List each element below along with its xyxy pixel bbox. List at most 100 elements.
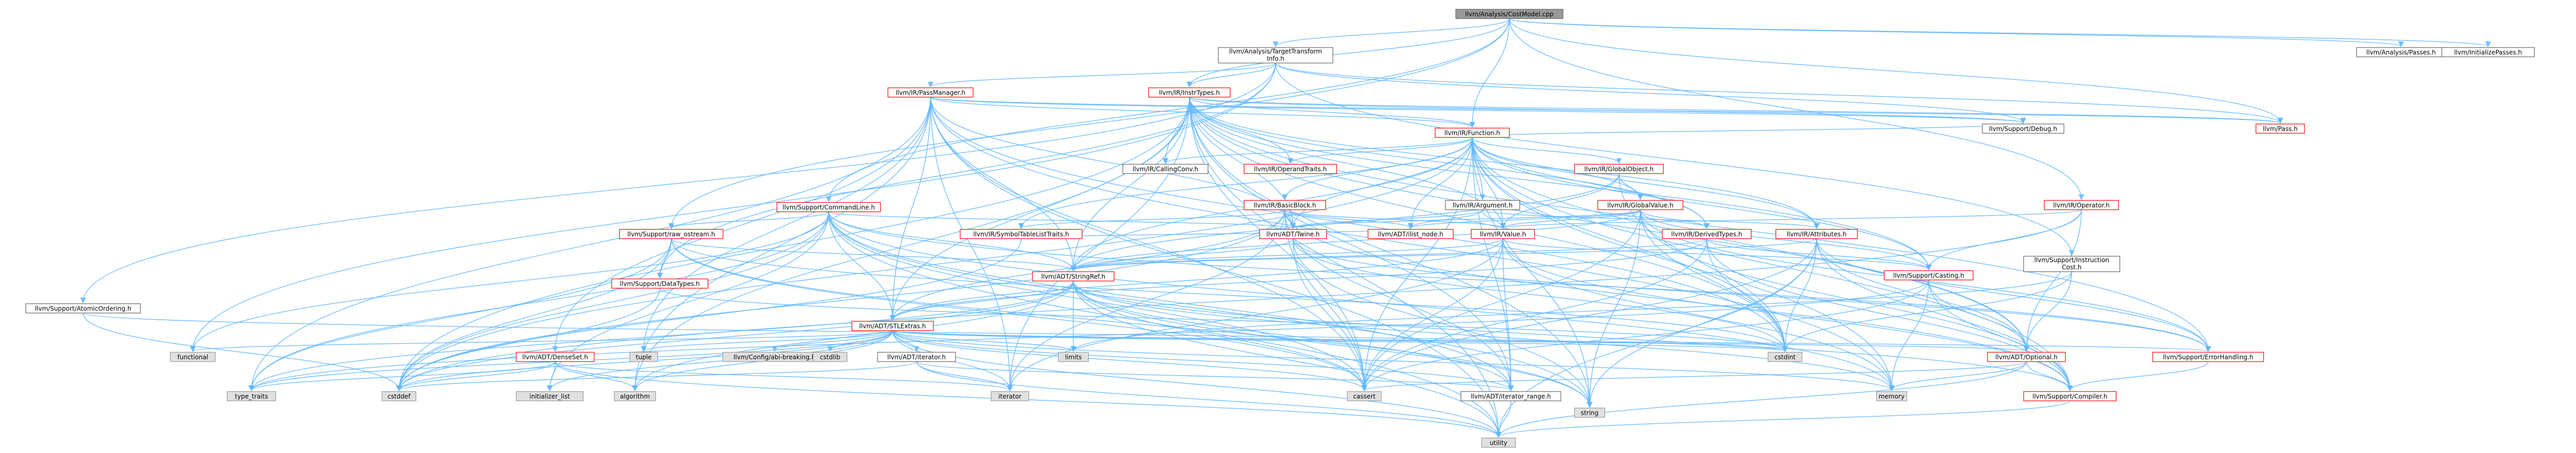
node-attributes[interactable]: llvm/IR/Attributes.h — [1775, 229, 1858, 239]
node-memory[interactable]: memory — [1876, 391, 1907, 401]
node-label: Cost.h — [2062, 264, 2081, 271]
edge-passmgr-memory — [930, 97, 1895, 392]
node-configabi[interactable]: llvm/Config/abi-breaking.h — [722, 352, 827, 362]
edge-root-pass — [1509, 18, 2283, 124]
node-stringref[interactable]: llvm/ADT/StringRef.h — [1032, 271, 1115, 282]
node-cstdlib[interactable]: cstdlib — [813, 352, 848, 362]
edge-passmgr-pass — [930, 97, 2283, 124]
node-passes[interactable]: llvm/Analysis/Passes.h — [2356, 47, 2446, 57]
edge-globalval-derived — [1640, 209, 1710, 229]
node-basicblock[interactable]: llvm/IR/BasicBlock.h — [1244, 200, 1326, 210]
node-atomicord[interactable]: llvm/Support/AtomicOrdering.h — [25, 303, 141, 314]
node-label: cstdlib — [820, 354, 840, 361]
node-label: cstddef — [388, 393, 411, 400]
node-limits[interactable]: limits — [1058, 352, 1089, 362]
node-box — [1445, 200, 1520, 210]
node-argument[interactable]: llvm/IR/Argument.h — [1445, 200, 1520, 210]
node-algorithm[interactable]: algorithm — [614, 391, 656, 401]
node-operator[interactable]: llvm/IR/Operator.h — [2044, 200, 2119, 210]
edge-cmdline-iterrange — [828, 211, 1514, 392]
node-label: llvm/Pass.h — [2263, 126, 2297, 133]
node-string[interactable]: string — [1574, 408, 1605, 418]
edges-layer — [80, 18, 2491, 438]
node-optraits[interactable]: llvm/IR/OperandTraits.h — [1244, 164, 1337, 174]
edge-insttypes-pass — [1189, 97, 2283, 124]
edge-stringref-compiler — [1073, 280, 2073, 392]
edge-irfunction-derived — [1472, 137, 1710, 229]
node-tuple[interactable]: tuple — [629, 352, 658, 362]
node-densemap[interactable]: llvm/ADT/DenseSet.h — [516, 352, 595, 362]
node-root[interactable]: llvm/Analysis/CostModel.cpp — [1455, 9, 1564, 19]
node-twine[interactable]: llvm/ADT/Twine.h — [1259, 229, 1327, 239]
node-insttypes[interactable]: llvm/IR/InstrTypes.h — [1148, 87, 1231, 98]
node-globalval[interactable]: llvm/IR/GlobalValue.h — [1597, 200, 1683, 210]
node-casting[interactable]: llvm/Support/Casting.h — [1884, 270, 1974, 280]
node-pass[interactable]: llvm/Pass.h — [2255, 123, 2305, 134]
node-functional[interactable]: functional — [170, 352, 216, 362]
edge-globalval-irvalue — [1500, 209, 1641, 229]
node-initpasses[interactable]: llvm/InitializePasses.h — [2441, 47, 2535, 57]
node-box — [2255, 123, 2305, 134]
node-rawostream[interactable]: llvm/Support/raw_ostream.h — [619, 229, 724, 239]
node-iterator[interactable]: iterator — [991, 391, 1029, 401]
edge-insttypes-cassert — [1189, 97, 1367, 392]
node-label: llvm/IR/CallingConv.h — [1133, 166, 1198, 173]
node-box — [381, 391, 417, 401]
edge-globalval-cstdint — [1640, 209, 1788, 352]
node-label: cstdint — [1774, 354, 1795, 361]
node-optional[interactable]: llvm/ADT/Optional.h — [1987, 352, 2066, 362]
node-datatypes[interactable]: llvm/Support/DataTypes.h — [611, 278, 708, 289]
edge-adtiterator-utility — [916, 361, 1502, 438]
node-label: llvm/Support/CommandLine.h — [783, 204, 875, 211]
node-callingconv[interactable]: llvm/IR/CallingConv.h — [1122, 164, 1209, 174]
node-debug[interactable]: llvm/Support/Debug.h — [1982, 123, 2064, 134]
node-utility[interactable]: utility — [1481, 438, 1516, 448]
node-derived[interactable]: llvm/IR/DerivedTypes.h — [1662, 229, 1752, 239]
node-box — [25, 303, 141, 314]
node-globalobj[interactable]: llvm/IR/GlobalObject.h — [1574, 164, 1664, 174]
edge-cmdline-twine — [828, 211, 1296, 229]
node-cstdint[interactable]: cstdint — [1768, 352, 1803, 362]
node-box — [170, 352, 216, 362]
node-passmgr[interactable]: llvm/IR/PassManager.h — [887, 87, 974, 98]
node-stlextras[interactable]: llvm/ADT/STLExtras.h — [851, 321, 934, 331]
node-irfunction[interactable]: llvm/IR/Function.h — [1435, 128, 1510, 138]
node-initlist[interactable]: initializer_list — [516, 391, 584, 401]
edge-instcost-cstdint — [1782, 271, 2072, 352]
node-errhandling[interactable]: llvm/Support/ErrorHandling.h — [2152, 352, 2264, 362]
node-box — [1574, 164, 1664, 174]
edge-optional-memory — [1888, 361, 2027, 392]
edge-derived-casting — [1706, 238, 1932, 271]
node-label: initializer_list — [530, 393, 570, 400]
node-label: Info.h — [1267, 55, 1284, 63]
node-box — [1367, 229, 1454, 239]
edge-passmgr-typetraits — [248, 97, 931, 392]
node-compiler[interactable]: llvm/Support/Compiler.h — [2023, 391, 2117, 401]
edge-stlextras-configabi — [771, 330, 893, 352]
edge-stlextras-iterrange — [892, 330, 1514, 392]
node-cmdline[interactable]: llvm/Support/CommandLine.h — [776, 202, 881, 212]
node-cstddef[interactable]: cstddef — [381, 391, 417, 401]
node-label: llvm/Analysis/TargetTransform — [1229, 48, 1322, 55]
node-adtiterator[interactable]: llvm/ADT/iterator.h — [877, 352, 956, 362]
edge-attributes-errhandling — [1816, 238, 2211, 352]
edge-attributes-compiler — [1816, 238, 2073, 392]
edge-derived-cassert — [1361, 238, 1707, 392]
node-iterrange[interactable]: llvm/ADT/iterator_range.h — [1460, 391, 1562, 401]
edge-irvalue-casting — [1502, 238, 1932, 271]
node-cassert[interactable]: cassert — [1347, 391, 1382, 401]
node-label: llvm/ADT/ilist_node.h — [1378, 231, 1443, 238]
node-box — [991, 391, 1029, 401]
node-symtab[interactable]: llvm/IR/SymbolTableListTraits.h — [960, 229, 1083, 239]
edge-globalobj-irvalue — [1500, 173, 1619, 229]
node-irvalue[interactable]: llvm/IR/Value.h — [1471, 229, 1535, 239]
node-typetraits[interactable]: type_traits — [227, 391, 276, 401]
edge-root-rawostream — [668, 18, 1510, 229]
edge-instcost-limits — [1070, 271, 2072, 352]
node-ilistnode[interactable]: llvm/ADT/ilist_node.h — [1367, 229, 1454, 239]
node-label: iterator — [998, 393, 1022, 400]
node-label: llvm/ADT/iterator_range.h — [1471, 393, 1551, 400]
node-box — [1148, 87, 1231, 98]
